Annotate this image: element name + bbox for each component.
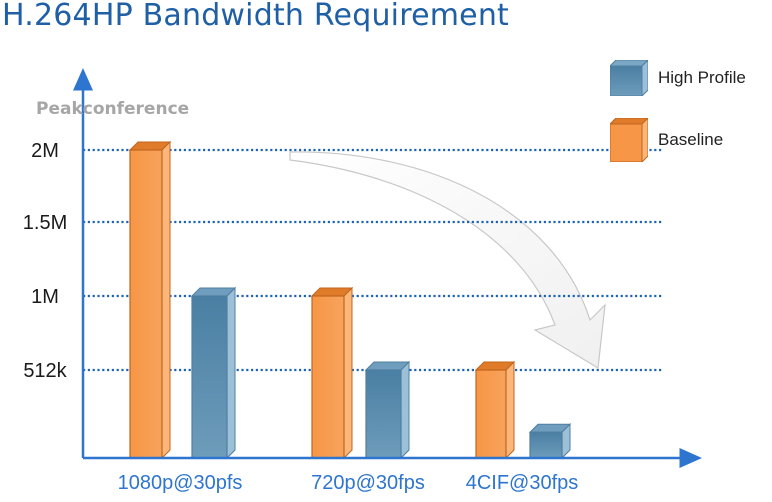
bar-side-face — [161, 140, 171, 460]
bar-front-face — [365, 369, 402, 459]
legend-label-high-profile: High Profile — [658, 68, 746, 87]
bar-high-profile-1 — [364, 360, 411, 460]
legend-swatch-baseline — [610, 118, 648, 162]
bar-side-face — [343, 286, 353, 460]
bar-front-face — [311, 295, 345, 459]
bar-high-profile-2 — [528, 423, 572, 460]
y-tick-label: 1M — [31, 286, 59, 308]
chart-labels: 512k 1M 1.5M 2M Peakconference 1080p@30pfs 720… — [23, 99, 579, 494]
y-axis-title: Peakconference — [36, 99, 189, 119]
x-category-label: 1080p@30pfs — [118, 472, 243, 494]
bar-baseline-2 — [474, 360, 516, 460]
x-category-label: 4CIF@30fps — [466, 472, 579, 494]
bar-side-face — [400, 360, 410, 460]
y-tick-label: 512k — [23, 360, 67, 382]
bar-front-face — [475, 369, 507, 459]
y-tick-label: 1.5M — [23, 212, 67, 234]
legend-item-baseline: Baseline — [610, 118, 723, 162]
bar-side-face — [226, 286, 236, 460]
bar-front-face — [129, 149, 163, 459]
trend-arrow — [289, 151, 606, 369]
bar-baseline-0 — [128, 140, 172, 460]
legend-label-baseline: Baseline — [658, 130, 724, 149]
legend-item-high-profile: High Profile — [610, 60, 746, 96]
bar-side-face — [505, 360, 515, 460]
bars — [128, 140, 572, 460]
bar-high-profile-0 — [190, 286, 237, 460]
slide-title: H.264HP Bandwidth Requirement — [2, 0, 509, 33]
y-tick-label: 2M — [31, 140, 59, 162]
bar-front-face — [191, 295, 228, 459]
x-category-label: 720p@30fps — [311, 472, 425, 494]
bar-front-face — [529, 431, 563, 459]
axes — [73, 68, 702, 468]
bar-baseline-1 — [310, 286, 354, 460]
legend-swatch-high-profile — [610, 60, 648, 96]
